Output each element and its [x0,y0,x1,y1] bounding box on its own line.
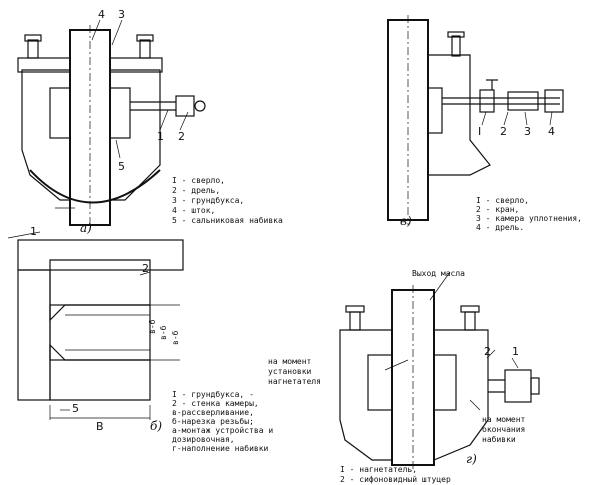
fig-a-legend-2: 2 - дрель, [172,186,220,195]
fig-v-callout-3: 3 [524,125,531,138]
fig-v-callout-1: I [478,125,481,138]
fig-g-note-2b: окончания [482,425,525,434]
fig-a-legend-3: 3 - грундбукса, [172,195,244,205]
fig-a-callout-1: 1 [157,130,164,143]
fig-b-legend-6: дозировочная, [172,435,235,444]
fig-b-legend-7: г-наполнение набивки [172,443,269,453]
fig-g-legend-2: 2 - сифоновидный штуцер [340,475,451,484]
fig-a-callout-4: 4 [98,8,105,21]
fig-b-dim-3: в-б [170,330,180,345]
fig-b-legend-5: а-монтаж устройства и [172,426,273,435]
fig-v-callout-2: 2 [500,125,507,138]
fig-g-callout-2: 2 [484,345,491,358]
figure-a-drawing [17,19,206,230]
fig-g-legend: I - нагнетатель, 2 - сифоновидный штуцер [340,465,451,484]
figure-g-drawing [339,271,540,470]
fig-b-callout-B: B [96,420,104,433]
fig-a-callout-5: 5 [118,160,125,173]
fig-b-callout-5: 5 [72,402,79,415]
fig-b-label: б) [150,419,162,433]
fig-g-note-1a: на момент [268,357,312,366]
fig-g-legend-1: I - нагнетатель, [340,465,417,474]
fig-g-label: г) [466,452,477,466]
figure-v-drawing [387,15,564,225]
fig-a-legend: I - сверло, 2 - дрель, 3 - грундбукса, 4… [172,176,283,225]
fig-g-note-1c: нагнетателя [268,377,321,386]
fig-g-note-oil-exit: Выход масла [412,269,465,278]
fig-a-legend-4: 4 - шток, [172,206,215,215]
fig-v-legend-1: I - сверло, [476,196,529,205]
fig-b-callout-1: 1 [30,225,37,238]
fig-a-callout-2: 2 [178,130,185,143]
fig-v-legend-3: 3 - камера уплотнения, [476,214,582,223]
fig-b-legend-3: в-рассверливание, [172,408,254,417]
fig-a-legend-5: 5 - сальниковая набивка [172,215,283,225]
fig-a-label: а) [80,221,92,235]
fig-b-legend-4: б-нарезка резьбы; [172,416,254,426]
fig-v-callout-4: 4 [548,125,555,138]
fig-a-callout-3: 3 [118,8,125,21]
figure-b-drawing [7,231,184,420]
fig-g-note-2c: набивки [482,434,516,444]
fig-b-legend-2: 2 - стенка камеры, [172,399,259,408]
fig-v-legend-2: 2 - кран, [476,205,519,214]
fig-v-legend-4: 4 - дрель. [476,223,524,232]
fig-g-note-1b: установки [268,367,312,376]
fig-g-callout-1: 1 [512,345,519,358]
fig-a-legend-1: I - сверло, [172,176,225,185]
fig-b-dim-1: в-б [147,319,157,334]
fig-v-legend: I - сверло, 2 - кран, 3 - камера уплотне… [476,196,582,232]
fig-b-callout-2: 2 [142,262,149,275]
fig-g-note-2a: на момент [482,415,526,424]
fig-v-label: в) [400,214,412,228]
fig-b-legend: I - грундбукса, - 2 - стенка камеры, в-р… [172,389,273,453]
fig-b-dim-2: в-б [158,325,168,340]
fig-b-legend-1: I - грундбукса, - [172,389,254,399]
